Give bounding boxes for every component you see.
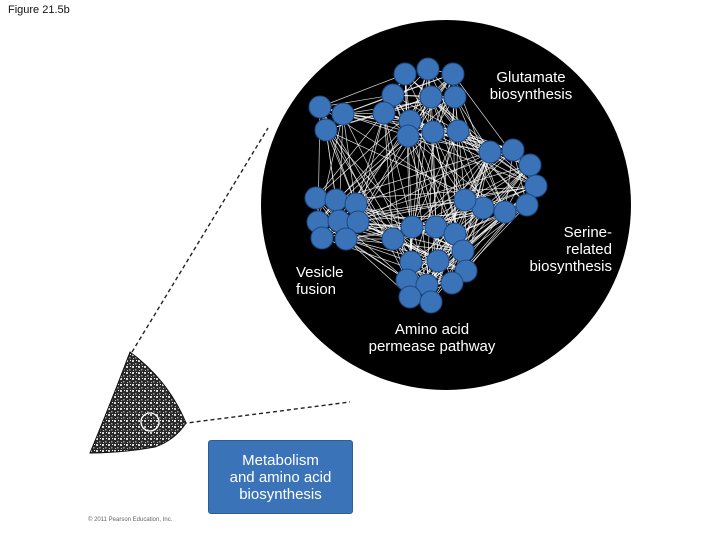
copyright-notice: © 2011 Pearson Education, Inc. (88, 517, 173, 523)
network-edge (411, 130, 459, 228)
nodes-layer (304, 57, 548, 314)
amino-acid-cluster-label: Amino acid permease pathway (368, 321, 496, 355)
figure-label: Figure 21.5b (8, 4, 70, 16)
network-edge (357, 199, 466, 223)
protein-node (381, 227, 405, 251)
protein-node (416, 57, 440, 81)
protein-node (524, 174, 548, 198)
network-edge (325, 129, 357, 205)
protein-node (446, 119, 470, 143)
protein-node (515, 193, 539, 217)
protein-node (453, 188, 477, 212)
network-edge (435, 164, 531, 228)
network-edge (335, 185, 537, 201)
network-edge (345, 238, 408, 281)
network-edge (411, 149, 514, 228)
protein-node (421, 120, 445, 144)
network-edge (454, 130, 459, 235)
glutamate-cluster-label: Glutamate biosynthesis (489, 69, 573, 103)
network-edge (325, 129, 413, 228)
protein-node (310, 226, 334, 250)
protein-node (518, 153, 542, 177)
protein-node (501, 138, 525, 162)
network-edge (355, 131, 434, 205)
vesicle-cluster-label: Vesicle fusion (296, 264, 344, 298)
protein-node (346, 210, 370, 234)
network-edge (325, 129, 394, 240)
network-edge (464, 185, 537, 201)
network-edge (319, 94, 394, 108)
zoom-line-upper (131, 127, 269, 353)
protein-node (478, 140, 502, 164)
network-overview-thumbnail (89, 351, 187, 454)
network-edge (407, 135, 491, 153)
protein-node (331, 102, 355, 126)
metabolism-box: Metabolism and amino acid biosynthesis (208, 440, 353, 514)
protein-node (493, 200, 517, 224)
protein-node (398, 285, 422, 309)
protein-node (372, 101, 396, 125)
protein-node (308, 95, 332, 119)
network-edge (355, 112, 385, 205)
network-edge (335, 135, 409, 201)
protein-node (324, 188, 348, 212)
protein-node (451, 239, 475, 263)
network-edge (404, 73, 413, 228)
protein-node (426, 249, 450, 273)
network-edge (411, 151, 491, 228)
network-edge (407, 135, 456, 235)
protein-node (393, 62, 417, 86)
serine-cluster-label: Serine- related biosynthesis (529, 224, 612, 275)
zoom-line-lower (147, 401, 351, 429)
protein-node (314, 118, 338, 142)
network-edge (319, 73, 406, 108)
protein-node (400, 215, 424, 239)
protein-node (334, 227, 358, 251)
protein-node (396, 124, 420, 148)
network-edge (454, 96, 466, 201)
network-edge (383, 96, 456, 114)
protein-node (443, 85, 467, 109)
network-edge (335, 151, 491, 201)
protein-node (441, 62, 465, 86)
protein-node (419, 85, 443, 109)
protein-node (440, 271, 464, 295)
network-edge (407, 135, 537, 187)
protein-node (304, 186, 328, 210)
network-edge (315, 112, 385, 199)
thumbnail-zoom-marker (140, 412, 160, 432)
protein-node (419, 290, 443, 314)
network-edge (357, 151, 491, 223)
